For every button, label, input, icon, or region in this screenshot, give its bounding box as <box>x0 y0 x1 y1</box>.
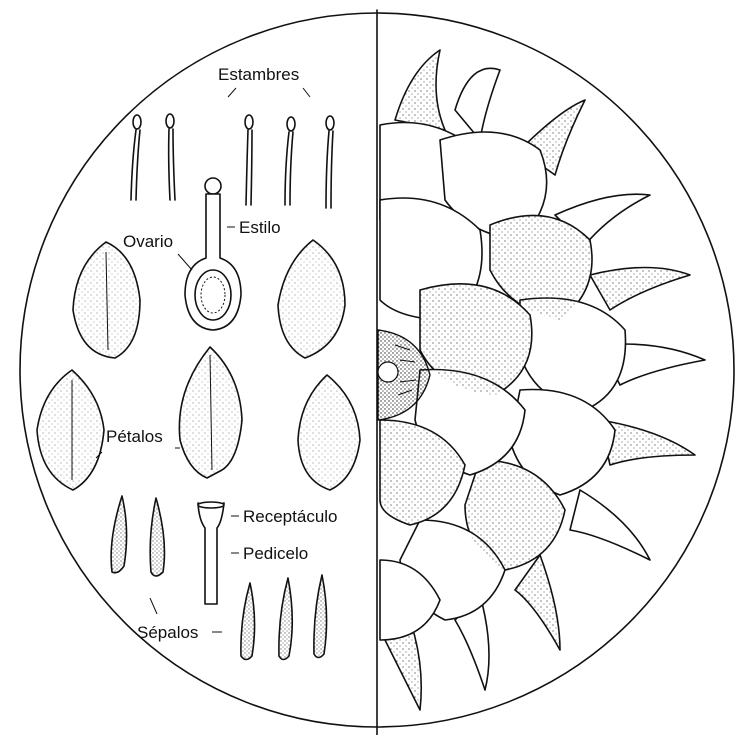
estilo-label-group: Estilo <box>227 218 281 237</box>
ovario-label: Ovario <box>123 232 173 251</box>
estambres-label: Estambres <box>218 65 299 84</box>
ovary-chamber <box>195 270 231 320</box>
stigma <box>205 178 221 194</box>
stamen <box>326 116 334 208</box>
stamen <box>131 115 141 200</box>
pedicelo-label: Pedicelo <box>243 544 308 563</box>
half-flower-illustration <box>378 50 705 710</box>
stamen <box>285 117 295 205</box>
pedicelo-label-group: Pedicelo <box>231 544 308 563</box>
estilo-label: Estilo <box>239 218 281 237</box>
estambres-label-group: Estambres <box>218 65 310 97</box>
pistil <box>185 178 241 330</box>
receptaculo-label: Receptáculo <box>243 507 338 526</box>
stamen <box>245 115 253 205</box>
petalos-label-group: Pétalos <box>96 427 180 458</box>
ovario-label-group: Ovario <box>123 232 192 270</box>
receptaculo-label-group: Receptáculo <box>231 507 338 526</box>
petalos-label: Pétalos <box>106 427 163 446</box>
stamens <box>131 114 334 208</box>
stamen <box>166 114 175 200</box>
receptacle-pedicel <box>198 502 224 604</box>
sepalos-label: Sépalos <box>137 623 198 642</box>
